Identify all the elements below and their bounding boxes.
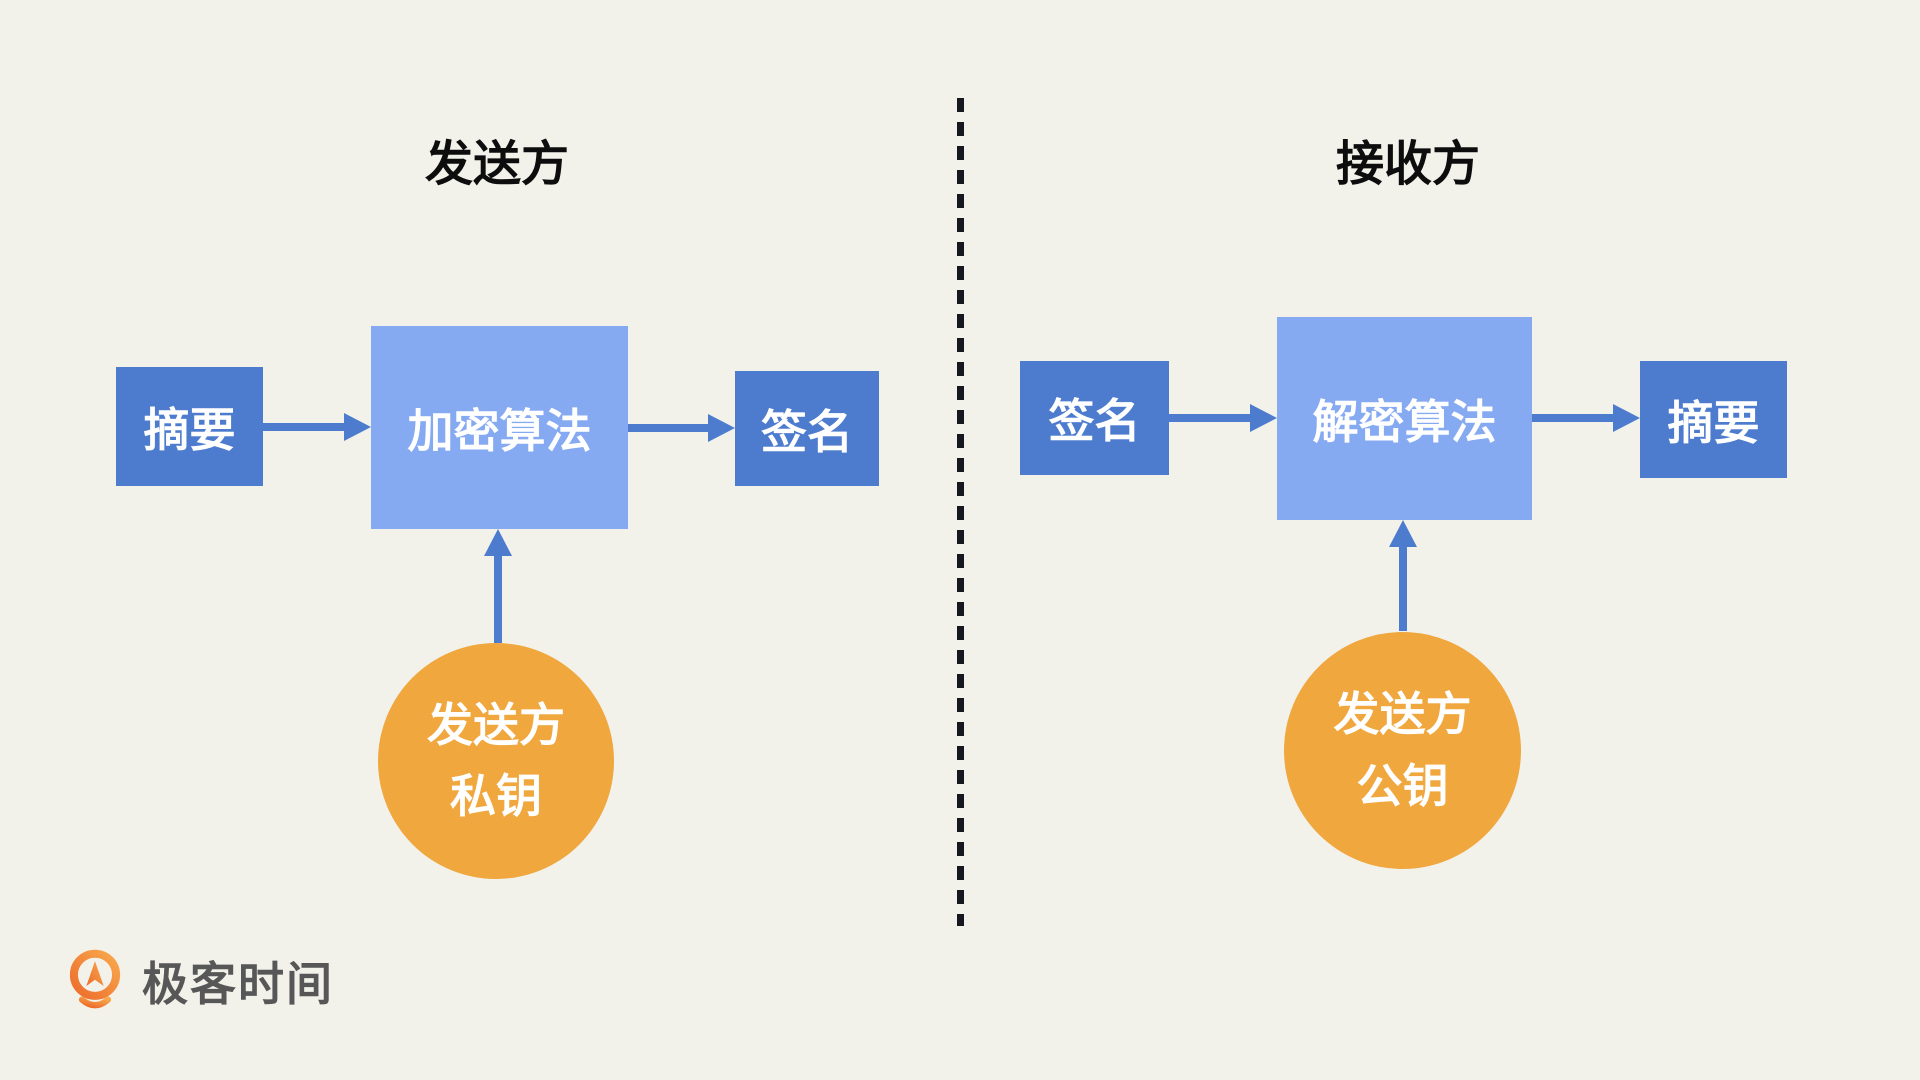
arrow-decrypt-to-digest [1532,404,1640,432]
geektime-logo-text: 极客时间 [142,958,334,1010]
key-circle-line2: 私钥 [450,770,542,822]
sender-digest-box: 摘要 [116,367,263,486]
arrow-shaft [1532,414,1616,422]
dashed-divider [957,98,964,926]
arrow-encrypt-to-signature [628,414,735,442]
arrow-private-key-to-encrypt [484,529,512,643]
receiver-decrypt-algorithm-box: 解密算法 [1277,317,1532,520]
sender-private-key-circle: 发送方 私钥 [378,643,614,879]
receiver-digest-box: 摘要 [1640,361,1787,478]
sender-title: 发送方 [424,138,570,191]
arrow-digest-to-encrypt [263,413,371,441]
key-circle-line1: 发送方 [1333,688,1472,741]
geektime-pin-icon [69,949,121,1009]
sender-public-key-circle: 发送方 公钥 [1284,632,1521,869]
arrow-public-key-to-decrypt [1389,520,1417,631]
arrow-shaft [1169,414,1253,422]
arrow-signature-to-decrypt [1169,404,1277,432]
receiver-signature-box: 签名 [1020,361,1169,475]
arrow-head-right-icon [1613,404,1640,432]
receiver-title: 接收方 [1335,138,1481,191]
arrow-shaft [263,423,347,431]
geektime-logo: 极客时间 [64,946,334,1016]
arrow-shaft [494,551,502,643]
arrow-shaft [1399,542,1407,631]
arrow-shaft [628,424,711,432]
key-circle-line2: 公钥 [1356,759,1449,812]
key-circle-line1: 发送方 [427,698,565,751]
arrow-head-right-icon [344,413,371,441]
arrow-head-right-icon [1250,404,1277,432]
sender-encrypt-algorithm-box: 加密算法 [371,326,628,529]
sender-signature-box: 签名 [735,371,879,486]
arrow-head-right-icon [708,414,735,442]
